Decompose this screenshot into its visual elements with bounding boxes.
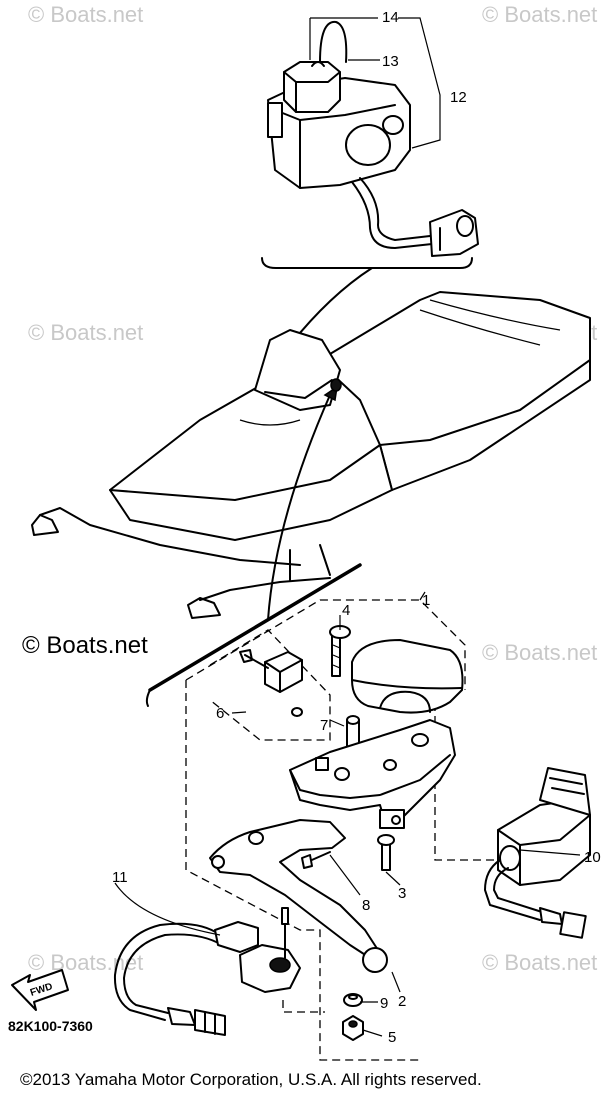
- callout-8: 8: [362, 897, 370, 914]
- copyright-notice: ©2013 Yamaha Motor Corporation, U.S.A. A…: [20, 1070, 482, 1089]
- callout-6: 6: [216, 705, 224, 722]
- watermark: © Boats.net: [28, 2, 144, 27]
- screw-8: [301, 851, 331, 869]
- callout-14: 14: [382, 9, 399, 26]
- callout-3: 3: [398, 885, 406, 902]
- callout-7: 7: [320, 717, 328, 734]
- washer-9: [343, 993, 363, 1007]
- bolt-3: [377, 834, 395, 871]
- callout-2: 2: [398, 993, 406, 1010]
- watermark: © Boats.net: [28, 320, 144, 345]
- callout-11: 11: [112, 869, 128, 886]
- watermark-dark: © Boats.net: [22, 632, 148, 659]
- screw-4: [329, 625, 351, 677]
- callout-5: 5: [388, 1029, 396, 1046]
- control-unit: [484, 767, 591, 939]
- watermark: © Boats.net: [482, 2, 598, 27]
- watermark: © Boats.net: [28, 950, 144, 975]
- throttle-switch: [113, 907, 301, 1036]
- watermark: © Boats.net: [482, 640, 598, 665]
- snowmobile-body: [31, 291, 591, 619]
- watermark: © Boats.net: [482, 950, 598, 975]
- nut-5: [342, 1015, 364, 1041]
- handle-cover: [351, 639, 464, 714]
- lever-bracket: [289, 719, 456, 829]
- callout-1: 1: [422, 592, 430, 609]
- throttle-lever: [209, 819, 388, 973]
- callout-12: 12: [450, 89, 467, 106]
- switch-box-assembly: [267, 20, 479, 257]
- part-code: 82K100-7360: [8, 1018, 93, 1034]
- pilot-lamp: [239, 649, 303, 717]
- callout-9: 9: [380, 995, 388, 1012]
- callout-10: 10: [584, 849, 601, 866]
- fwd-arrow-icon: [11, 969, 69, 1011]
- callout-13: 13: [382, 53, 399, 70]
- callout-4: 4: [342, 602, 350, 619]
